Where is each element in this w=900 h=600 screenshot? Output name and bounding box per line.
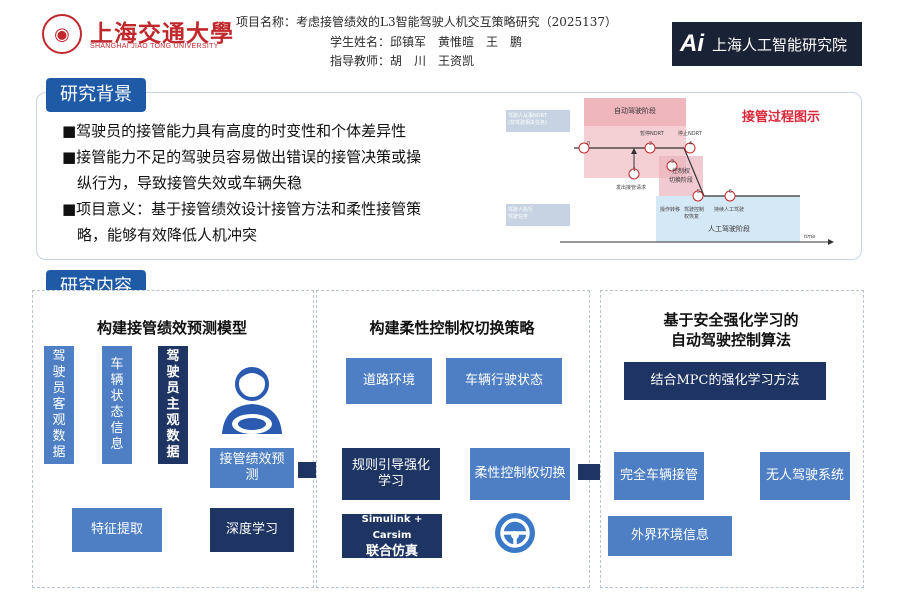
bullet-line: 略，能够有效降低人机冲突 [62, 226, 258, 244]
switch-stage-label: 控制权 切换阶段 [668, 168, 693, 184]
marker-1 [628, 168, 640, 180]
marker-5 [692, 190, 704, 202]
institute-logo: Ai 上海人工智能研究院 [672, 22, 862, 66]
advisor-line: 指导教师：胡 川 王资凯 [330, 54, 475, 68]
auto-stage-label: 自动驾驶阶段 [614, 107, 656, 115]
driver-ndrt-label: 驾驶人从事NDRT (非驾驶相关任务) [508, 113, 547, 126]
background-bullets: ■驾驶员的接管能力具有高度的时变性和个体差异性 ■接管能力不足的驾驶员容易做出错… [62, 118, 500, 248]
marker-6 [724, 190, 736, 202]
marker-0-label: 0 [586, 141, 591, 147]
takeover-process-diagram: 0 1 2 3 4 5 6 自动驾驶阶段 人工驾驶阶段 控制权 切换阶段 驾驶人… [504, 96, 844, 248]
vehicle-state-box: 车辆状态信息 [102, 346, 132, 464]
marker-2-label: 2 [648, 141, 653, 147]
rule-guided-rl-box: 规则引导强化学习 [342, 448, 440, 500]
request-arrowhead [631, 148, 637, 154]
model-column-title: 构建接管绩效预测模型 [96, 319, 247, 337]
phase-a-label: 操作转移 [660, 207, 681, 213]
phase-c-label: 持续人工驾驶 [714, 207, 745, 213]
cosim-tools-label: Simulink + Carsim [361, 514, 423, 541]
time-label: time [804, 234, 816, 240]
marker-3-label: 3 [670, 159, 675, 165]
cosim-box: Simulink + Carsim 联合仿真 [342, 514, 442, 559]
marker-4-label: 4 [688, 141, 693, 147]
bullet-line: ■驾驶员的接管能力具有高度的时变性和个体差异性 [62, 122, 407, 140]
driver-drive-box [506, 204, 570, 226]
external-env-box: 外界环境信息 [608, 516, 732, 556]
road-env-box: 道路环境 [346, 358, 432, 404]
students-line: 学生姓名：邱镇军 黄惟暄 王 鹏 [330, 35, 523, 49]
bullet-line: 纵行为，导致接管失效或车辆失稳 [62, 174, 303, 192]
ndrt-start-label: 暂停NDRT [640, 131, 664, 137]
request-label: 发出接管请求 [616, 185, 647, 191]
feature-extract-box: 特征提取 [72, 508, 162, 552]
bullet-line: ■项目意义：基于接管绩效设计接管方法和柔性接管策 [62, 200, 422, 218]
driver-steering-icon [222, 367, 282, 434]
unmanned-system-box: 无人驾驶系统 [760, 452, 850, 500]
ai-logo-icon: Ai [680, 30, 704, 57]
university-name-cn: 上海交通大學 [90, 20, 234, 47]
driver-drive-label: 驾驶人执行 驾驶任务 [508, 207, 534, 220]
takeover-predict-box: 接管绩效预测 [210, 448, 294, 488]
driver-ndrt-box [506, 110, 570, 132]
steering-wheel-icon [495, 513, 535, 553]
deep-learning-box: 深度学习 [210, 508, 294, 552]
marker-5-label: 5 [696, 189, 701, 195]
marker-6-label: 6 [728, 189, 733, 195]
vehicle-driving-state-box: 车辆行驶状态 [446, 358, 562, 404]
cosim-label: 联合仿真 [365, 544, 418, 559]
marker-2 [644, 142, 656, 154]
diagram-title: 接管过程图示 [742, 110, 821, 125]
time-axis-arrowhead [828, 239, 834, 245]
sjtu-seal-icon: ◉ [42, 14, 82, 54]
marker-0 [578, 142, 590, 154]
full-takeover-box: 完全车辆接管 [614, 452, 704, 500]
mpc-rl-box: 结合MPC的强化学习方法 [624, 362, 826, 400]
bullet-line: ■接管能力不足的驾驶员容易做出错误的接管决策或操 [62, 148, 422, 166]
timeline-slope [683, 147, 705, 197]
marker-4 [684, 142, 696, 154]
strategy-column-title: 构建柔性控制权切换策略 [369, 319, 535, 337]
manual-stage-region [656, 196, 800, 242]
flexible-switch-box: 柔性控制权切换 [470, 448, 570, 500]
takeover-diagram-svg [506, 98, 834, 245]
ndrt-stop-label: 停止NDRT [678, 131, 702, 137]
university-name-en: SHANGHAI JIAO TONG UNIVERSITY [90, 43, 219, 50]
sjtu-logo: ◉ 上海交通大學 SHANGHAI JIAO TONG UNIVERSITY [42, 14, 233, 58]
marker-1-label: 1 [632, 167, 637, 173]
marker-3 [666, 160, 678, 172]
phase-b-label: 驾驶控制 权恢复 [684, 207, 705, 220]
driver-subjective-box: 驾驶员主观数据 [158, 346, 188, 464]
project-title: 项目名称：考虑接管绩效的L3智能驾驶人机交互策略研究（2025137） [236, 15, 618, 29]
background-section-tag: 研究背景 [46, 78, 146, 112]
auto-stage-header [584, 98, 686, 126]
algorithm-column-title-1: 基于安全强化学习的 [663, 311, 799, 329]
algorithm-column-title-2: 自动驾驶控制算法 [670, 331, 791, 349]
institute-name: 上海人工智能研究院 [712, 35, 848, 54]
driver-objective-box: 驾驶员客观数据 [44, 346, 74, 464]
manual-stage-label: 人工驾驶阶段 [708, 225, 750, 233]
